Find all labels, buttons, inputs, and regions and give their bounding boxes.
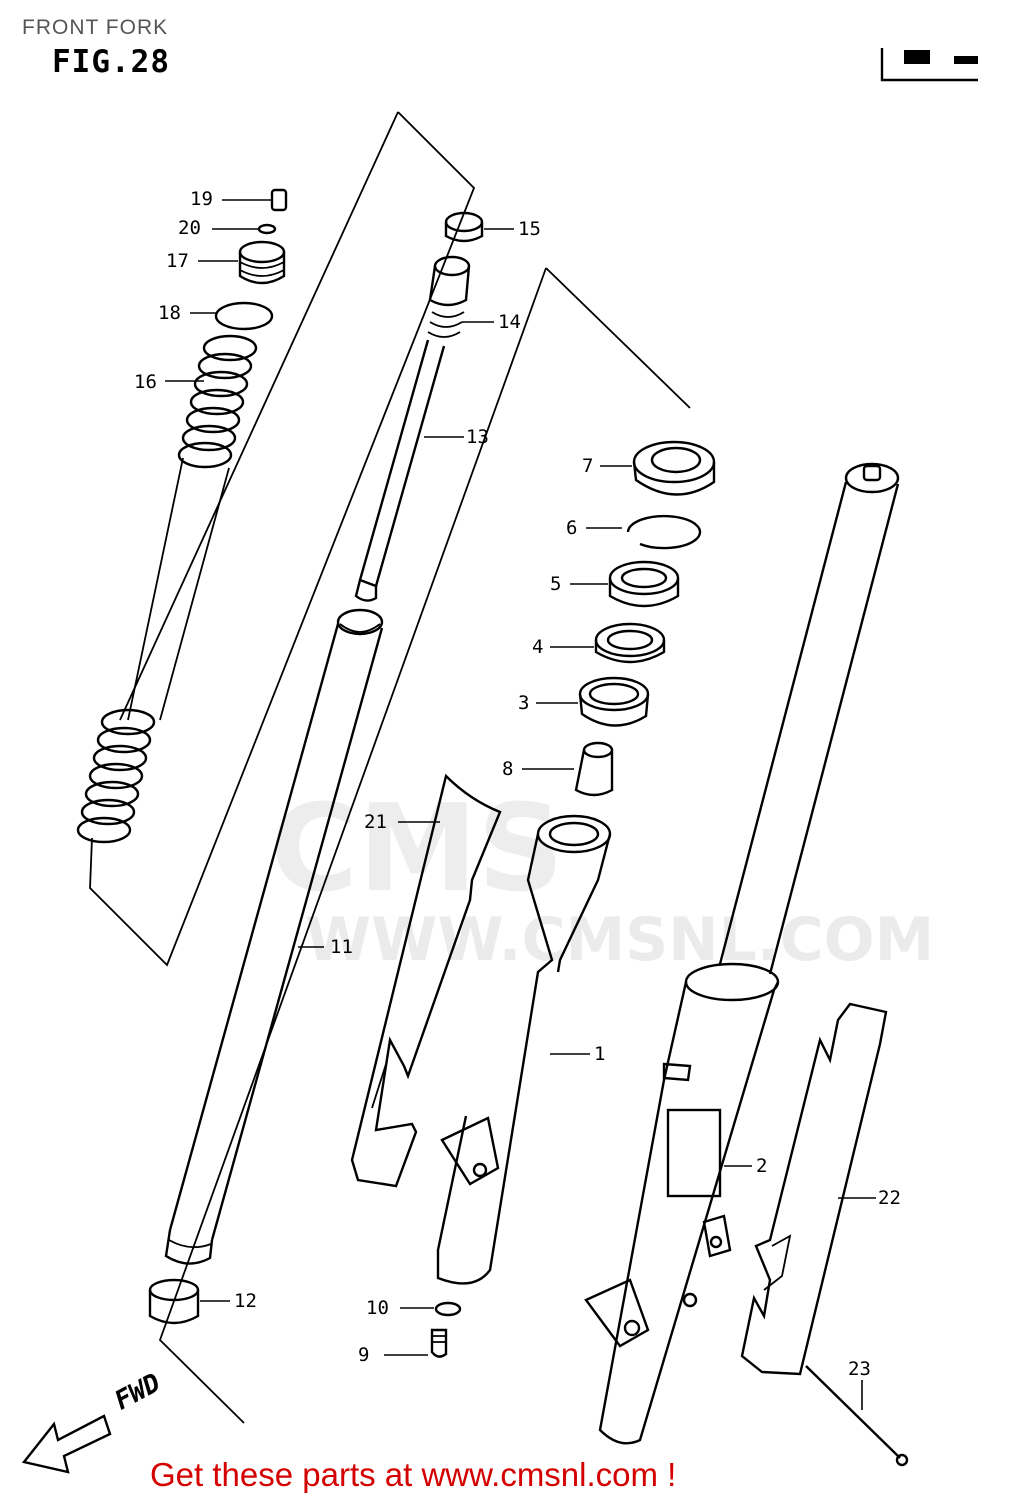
part-2-outer-tube bbox=[584, 462, 900, 1445]
figure-marker bbox=[880, 48, 978, 82]
part-6-circlip bbox=[586, 514, 702, 550]
part-17-cap-bolt bbox=[198, 240, 286, 285]
part-3-bushing bbox=[536, 676, 650, 727]
part-13-damper-rod bbox=[354, 339, 464, 602]
part-5-oil-seal bbox=[570, 560, 680, 608]
callout-10: 10 bbox=[366, 1297, 389, 1319]
forward-arrow-icon bbox=[21, 1414, 112, 1474]
callout-22: 22 bbox=[878, 1187, 901, 1209]
part-21-guard bbox=[350, 773, 502, 1188]
part-1-outer-tube bbox=[436, 814, 612, 1285]
page-title: FRONT FORK bbox=[22, 16, 169, 39]
callout-17: 17 bbox=[166, 250, 189, 272]
callout-14: 14 bbox=[498, 311, 521, 333]
callout-8: 8 bbox=[502, 758, 514, 780]
part-19-bolt bbox=[222, 188, 288, 212]
watermark-url: WWW.CMSNL.COM bbox=[305, 905, 935, 975]
callout-20: 20 bbox=[178, 217, 201, 239]
part-9-bolt bbox=[384, 1328, 448, 1358]
part-4-washer bbox=[550, 622, 666, 664]
callout-16: 16 bbox=[134, 371, 157, 393]
callout-1: 1 bbox=[594, 1043, 606, 1065]
inner-tube-group-outline bbox=[158, 267, 691, 1424]
part-23-pin bbox=[805, 1365, 909, 1467]
part-18-o-ring bbox=[190, 301, 274, 331]
callout-11: 11 bbox=[330, 936, 353, 958]
callout-15: 15 bbox=[518, 218, 541, 240]
part-7-dust-seal bbox=[600, 440, 716, 496]
callout-23: 23 bbox=[848, 1358, 871, 1380]
callout-9: 9 bbox=[358, 1344, 370, 1366]
part-12-bushing bbox=[148, 1278, 230, 1325]
spring-group-outline bbox=[89, 111, 476, 967]
part-16-spring bbox=[76, 334, 258, 844]
part-8-oil-lock-piece bbox=[522, 741, 614, 797]
callout-5: 5 bbox=[550, 573, 562, 595]
callout-4: 4 bbox=[532, 636, 544, 658]
part-14-piston-ring bbox=[427, 255, 494, 338]
callout-2: 2 bbox=[756, 1155, 768, 1177]
part-15-ring bbox=[444, 211, 514, 243]
callout-12: 12 bbox=[234, 1290, 257, 1312]
callout-3: 3 bbox=[518, 692, 530, 714]
part-22-guard bbox=[740, 1002, 888, 1376]
part-10-washer bbox=[400, 1301, 462, 1317]
callout-21: 21 bbox=[364, 811, 387, 833]
figure-title: FIG.28 bbox=[52, 44, 170, 80]
callout-13: 13 bbox=[466, 426, 489, 448]
promo-link[interactable]: Get these parts at www.cmsnl.com ! bbox=[150, 1456, 677, 1493]
callout-6: 6 bbox=[566, 517, 578, 539]
callout-18: 18 bbox=[158, 302, 181, 324]
callout-7: 7 bbox=[582, 455, 594, 477]
callout-19: 19 bbox=[190, 188, 213, 210]
part-20-washer bbox=[212, 223, 277, 235]
part-11-inner-tube bbox=[164, 608, 384, 1265]
